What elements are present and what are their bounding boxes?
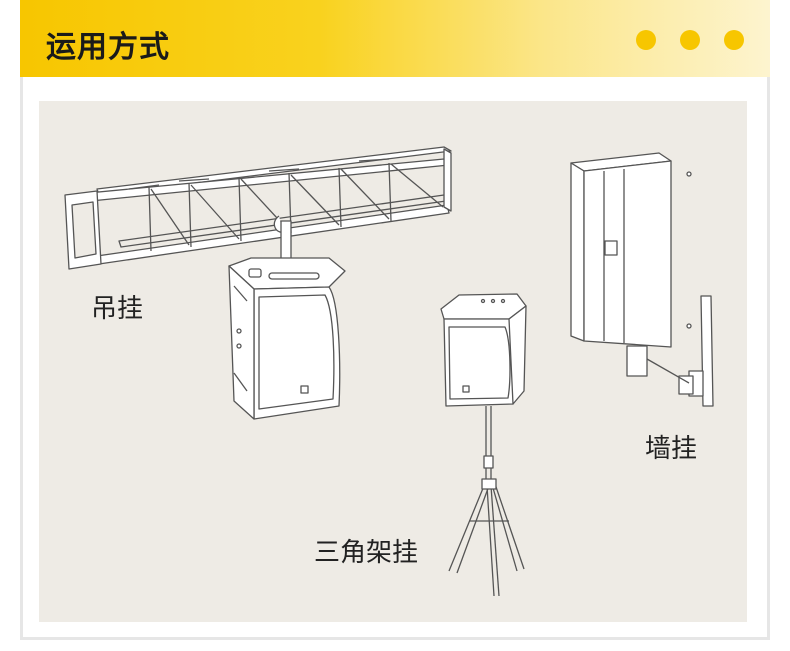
- decorative-dots: [636, 30, 744, 50]
- dot-icon: [724, 30, 744, 50]
- dot-icon: [680, 30, 700, 50]
- section-title: 运用方式: [46, 30, 170, 65]
- section-header: 运用方式: [20, 0, 770, 77]
- wall-speaker-illustration: [570, 152, 714, 407]
- label-tripod: 三角架挂: [314, 538, 419, 568]
- truss-illustration: [64, 146, 452, 270]
- hanging-speaker-illustration: [228, 215, 346, 420]
- label-wall-mount: 墙挂: [645, 434, 698, 464]
- label-hanging: 吊挂: [91, 294, 144, 324]
- dot-icon: [636, 30, 656, 50]
- illustration-panel: 吊挂 墙挂 三角架挂: [39, 101, 747, 622]
- tripod-speaker-illustration: [440, 293, 527, 597]
